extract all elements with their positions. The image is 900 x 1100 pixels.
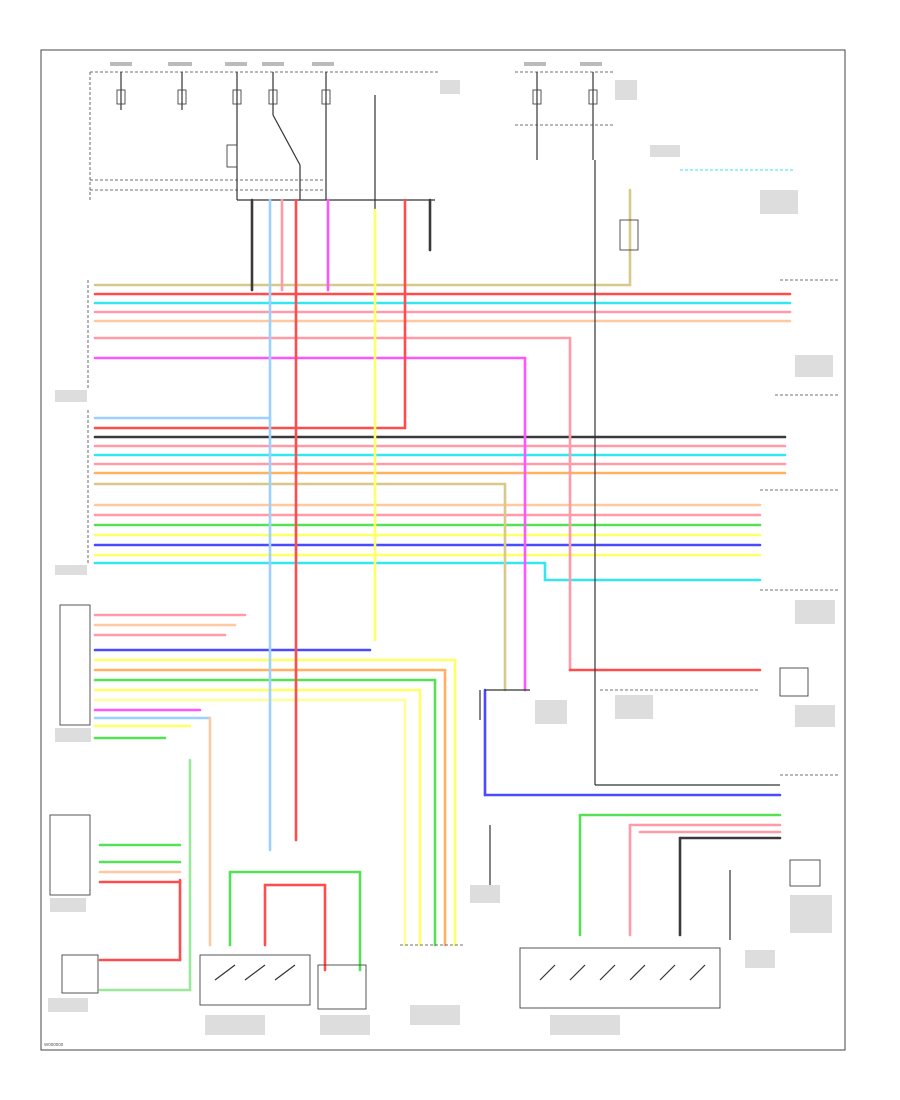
fuse-block-top xyxy=(89,62,637,210)
right-connectors xyxy=(619,145,840,933)
switch-groups-bottom xyxy=(199,825,775,1035)
wires-middle-group xyxy=(93,416,787,582)
footer-code: W000000 xyxy=(44,1042,64,1047)
wires-vertical xyxy=(178,160,782,992)
wires-bottom xyxy=(98,813,782,992)
wires-top-group xyxy=(93,283,792,360)
wires-lower-group xyxy=(93,613,457,740)
center-connector xyxy=(479,689,760,724)
diagram-frame xyxy=(40,49,846,1051)
left-module-blocks xyxy=(48,280,99,1012)
